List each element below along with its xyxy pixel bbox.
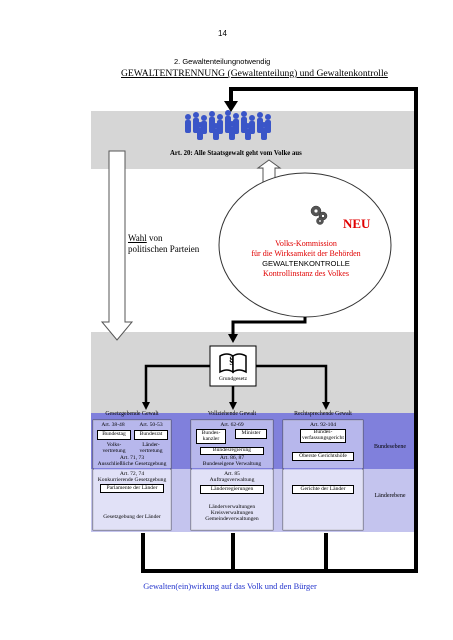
judicial-heading: Rechtsprechende Gewalt xyxy=(294,411,352,417)
neu-label: NEU xyxy=(343,216,371,231)
gerichte-der-laender-box: Gerichte der Länder xyxy=(292,485,354,494)
bundesebene-label: Bundesebene xyxy=(374,444,406,450)
land-exe-art-a: Art. 85 xyxy=(224,471,240,477)
executive-heading: Vollziehende Gewalt xyxy=(207,411,257,417)
paragraph-symbol: § xyxy=(229,356,234,367)
parlamente-box: Parlamente der Länder xyxy=(100,484,164,493)
bundestag-box: Bundestag xyxy=(97,430,131,440)
laenderregierungen-box: Länderregierungen xyxy=(200,485,264,494)
bundesregierung-box: Bundesregierung xyxy=(200,447,264,455)
circle-line2: für die Wirksamkeit der Behörden xyxy=(251,249,361,258)
wahl-arrow xyxy=(100,150,134,341)
wahl-word: Wahl xyxy=(128,233,147,243)
bundeskanzler-box: Bundes- kanzler xyxy=(196,429,226,444)
wahl-label: Wahl von xyxy=(128,233,163,243)
art20-label: Art. 20: Alle Staatsgewalt geht vom Volk… xyxy=(170,150,302,157)
bund-leg-art-c: Art. 71, 73 xyxy=(119,455,145,461)
land-leg-foot: Gesetzgebung der Länder xyxy=(103,514,161,520)
wahl-rest: von xyxy=(146,233,163,243)
bund-exe-art-a: Art. 62-69 xyxy=(220,422,244,428)
bund-jud-art-a: Art. 92-104 xyxy=(309,422,337,428)
legislative-heading: Gesetzgebende Gewalt xyxy=(105,411,159,417)
circle-line4: Kontrollinstanz des Volkes xyxy=(263,269,349,278)
minister-box: Minister xyxy=(235,429,267,439)
land-leg-art-a: Art. 72, 74 xyxy=(119,471,145,477)
circle-line3: GEWALTENKONTROLLE xyxy=(262,259,350,268)
land-exe-foot: Länderverwaltungen Kreisverwaltungen Gem… xyxy=(205,504,259,523)
control-loop-arrowhead xyxy=(224,101,238,112)
bundesrat-box: Bundesrat xyxy=(134,430,168,440)
bundesverfassungsgericht-box: Bundes- verfassungsgericht xyxy=(300,429,346,443)
bund-leg-sub-a: Volks- vertretung xyxy=(102,442,126,455)
land-leg-sub-a: Konkurrierende Gesetzgebung xyxy=(97,477,167,483)
circle-to-grundgesetz-line xyxy=(231,317,307,337)
book-icon xyxy=(219,353,247,374)
bottom-caption: Gewalten(ein)wirkung auf das Volk und de… xyxy=(143,582,317,591)
laenderebene-label: Länderebene xyxy=(374,493,406,499)
bund-leg-art-b: Art. 50-53 xyxy=(139,422,163,428)
oberste-gerichtshoefe-box: Oberste Gerichtshöfe xyxy=(292,452,354,461)
section-heading: 2. Gewaltenteilungnotwendig xyxy=(174,57,271,66)
bund-exe-foot: Bundeseigene Verwaltung xyxy=(202,461,262,467)
gears-icon xyxy=(310,205,328,225)
grundgesetz-label: Grundgesetz xyxy=(218,376,248,382)
bund-leg-art-a: Art. 38-48 xyxy=(101,422,125,428)
wahl-label-line2: politischen Parteien xyxy=(128,244,200,254)
bund-exe-art-b: Art. 86, 87 xyxy=(219,455,245,461)
diagram-title: GEWALTENTRENNUNG (Gewaltenteilung) und G… xyxy=(121,68,388,79)
circle-line1: Volks-Kommission xyxy=(275,239,337,248)
land-exe-sub-a: Auftragsverwaltung xyxy=(209,477,255,483)
people-crowd-icon xyxy=(185,110,271,140)
bund-leg-sub-b: Länder- vertretung xyxy=(139,442,163,455)
bund-leg-foot: Ausschließliche Gesetzgebung xyxy=(97,461,167,467)
page-number: 14 xyxy=(218,29,227,38)
